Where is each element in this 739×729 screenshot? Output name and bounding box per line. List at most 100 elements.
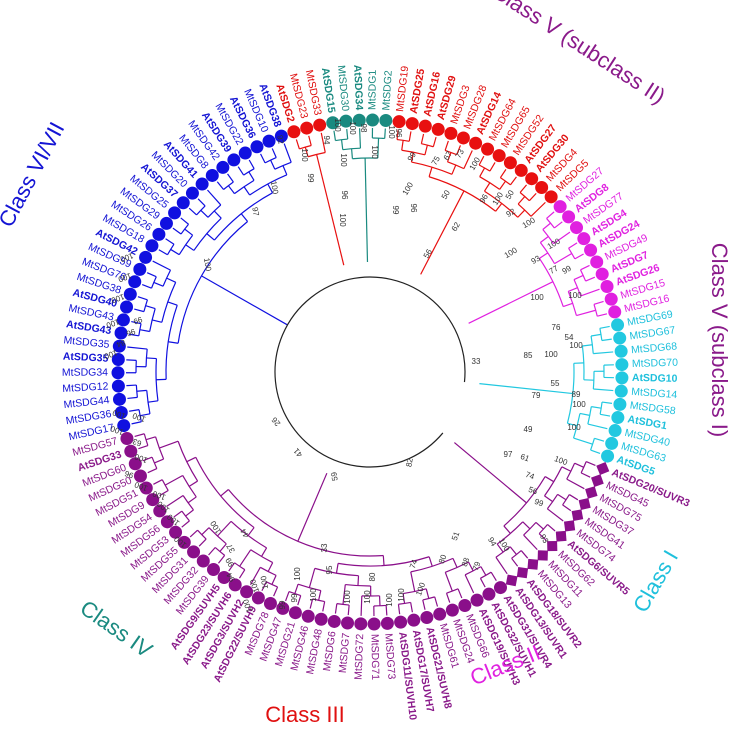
leaf-marker-circle [185,186,199,200]
bootstrap-value: 96 [123,468,135,480]
bootstrap-value: 54 [565,333,574,342]
leaf-marker-circle [493,581,507,595]
leaf-marker-circle [367,617,381,631]
leaf-marker-circle [525,172,539,186]
class-label-vii: Class VI/VII [0,118,69,231]
leaf-marker-circle [187,545,201,559]
bootstrap-value: 100 [202,257,213,272]
bootstrap-value: 56 [422,247,435,260]
leaf-marker-circle [445,603,459,617]
leaf-marker-circle [584,243,598,257]
bootstrap-value: 63 [131,436,143,448]
leaf-label: MtSDG6 [321,630,339,672]
bootstrap-value: 100 [133,480,149,493]
leaf-label: MtSDG58 [629,400,676,418]
bootstrap-value: 100 [414,581,427,597]
leaf-marker-circle [514,163,528,177]
bootstrap-value: 100 [339,153,348,167]
bootstrap-value: 89 [572,390,581,399]
bootstrap-value: 100 [348,121,357,135]
leaf-label: AtSDG10 [632,372,678,385]
leaf-marker-diamond [585,486,598,499]
bootstrap-value: 100 [497,537,512,554]
leaf-label: AtSDG34 [351,64,365,110]
bootstrap-value: 99 [278,600,287,609]
bootstrap-value: 99 [533,497,545,509]
bootstrap-value: 99 [306,174,315,183]
leaf-marker-circle [251,591,265,605]
leaf-marker-diamond [571,509,584,521]
leaf-marker-circle [262,134,276,148]
bootstrap-value: 100 [343,590,352,604]
leaf-marker-circle [392,115,406,129]
bootstrap-value: 96 [125,327,137,339]
leaf-marker-circle [605,436,619,450]
bootstrap-value: 100 [567,423,581,432]
bootstrap-value: 56 [527,485,539,497]
leaf-marker-circle [431,122,445,136]
leaf-marker-circle [112,392,126,406]
leaf-marker-circle [444,126,458,140]
leaf-marker-circle [123,287,137,301]
leaf-marker-circle [615,371,629,385]
leaf-marker-circle [420,611,434,625]
bootstrap-value: 100 [103,348,119,361]
bootstrap-value: 74 [408,558,420,570]
leaf-marker-circle [615,358,629,372]
bootstrap-value: 100 [241,598,254,614]
leaf-label: MtSDG71 [368,634,381,680]
bootstrap-value: 100 [105,317,121,330]
bootstrap-value: 67 [442,149,455,162]
leaf-marker-circle [339,114,353,128]
leaf-marker-circle [217,570,231,584]
bootstrap-value: 80 [437,553,449,565]
leaf-label: MtSDG70 [632,357,679,370]
leaf-marker-circle [611,318,625,332]
leaf-marker-circle [503,156,517,170]
leaf-marker-circle [327,614,341,628]
leaf-marker-circle [433,607,447,621]
bootstrap-value: 50 [504,188,517,201]
bootstrap-value: 100 [572,400,586,409]
leaf-marker-circle [111,379,125,393]
bootstrap-value: 44 [238,527,251,540]
leaf-label: MtSDG34 [62,367,108,379]
leaf-marker-circle [176,196,190,210]
bootstrap-value: 76 [552,323,561,332]
leaf-label: MtSDG73 [382,633,397,680]
leaf-marker-circle [601,449,615,463]
leaf-marker-circle [159,216,173,230]
bootstrap-value: 100 [151,489,167,502]
leaf-label: MtSDG44 [63,394,110,411]
bootstrap-value: 26 [269,415,282,428]
leaf-marker-circle [492,149,506,163]
leaf-marker-circle [613,331,627,345]
leaf-marker-circle [470,593,484,607]
leaf-marker-circle [152,227,166,241]
leaf-marker-circle [611,411,625,425]
leaf-label: MtSDG19 [394,65,411,112]
bootstrap-value: 99 [223,556,236,569]
leaf-marker-circle [153,504,167,518]
bootstrap-value: 96 [409,204,418,213]
leaf-marker-diamond [578,497,591,511]
leaf-marker-circle [562,210,576,224]
bootstrap-value: 74 [524,470,536,482]
leaf-marker-circle [139,481,153,495]
leaf-marker-circle [111,366,125,380]
bootstrap-value: 99 [290,593,299,602]
leaf-marker-diamond [596,461,610,476]
leaf-marker-circle [117,419,131,433]
leaf-marker-circle [196,554,210,568]
leaf-marker-circle [481,142,495,156]
leaf-marker-circle [456,131,470,145]
leaf-marker-circle [240,585,254,599]
leaf-marker-circle [577,232,591,246]
leaf-marker-circle [366,113,380,127]
bootstrap-value: 100 [117,271,133,284]
leaf-marker-circle [128,457,142,471]
bootstrap-value: 100 [109,424,125,437]
bootstrap-value: 100 [248,578,261,594]
bootstrap-value: 100 [293,567,302,581]
leaf-marker-circle [114,326,128,340]
